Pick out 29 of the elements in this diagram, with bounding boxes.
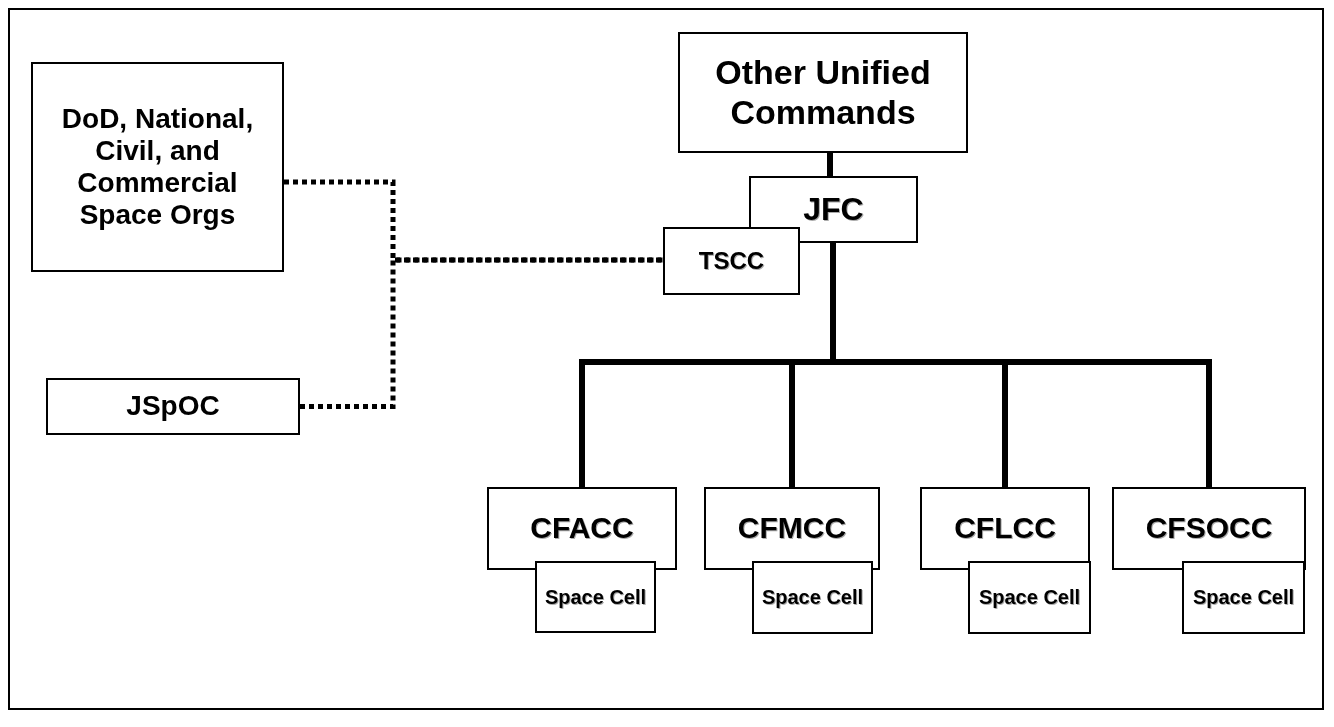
connector-line	[827, 153, 833, 176]
box-label: TSCC	[698, 247, 765, 275]
org-box	[46, 378, 300, 435]
box-label: Space Cell	[761, 586, 864, 609]
box-label: Space Cell	[978, 586, 1081, 609]
org-box	[663, 227, 800, 295]
box-label: CFSOCC	[1145, 511, 1273, 546]
org-box	[1182, 561, 1305, 634]
org-box	[487, 487, 677, 570]
box-label: Other Unified Commands	[714, 53, 932, 132]
dotted-connector	[300, 257, 663, 409]
box-label: Space Cell	[544, 585, 647, 609]
box-label: CFLCC	[954, 511, 1056, 546]
box-label: JFC	[803, 191, 864, 228]
org-box	[920, 487, 1090, 570]
box-label: JSpOC	[126, 390, 220, 423]
org-box	[968, 561, 1091, 634]
org-box	[704, 487, 880, 570]
org-box	[752, 561, 873, 634]
org-box	[749, 176, 918, 243]
org-box	[1112, 487, 1306, 570]
connector-line	[830, 243, 1212, 487]
org-box	[678, 32, 968, 153]
org-box	[31, 62, 284, 272]
org-box	[535, 561, 656, 633]
box-label: DoD, National, Civil, and Commercial Space Orgs	[60, 102, 255, 232]
box-label: CFMCC	[737, 511, 847, 546]
box-label: CFACC	[530, 511, 634, 546]
box-label: Space Cell	[1192, 586, 1295, 609]
